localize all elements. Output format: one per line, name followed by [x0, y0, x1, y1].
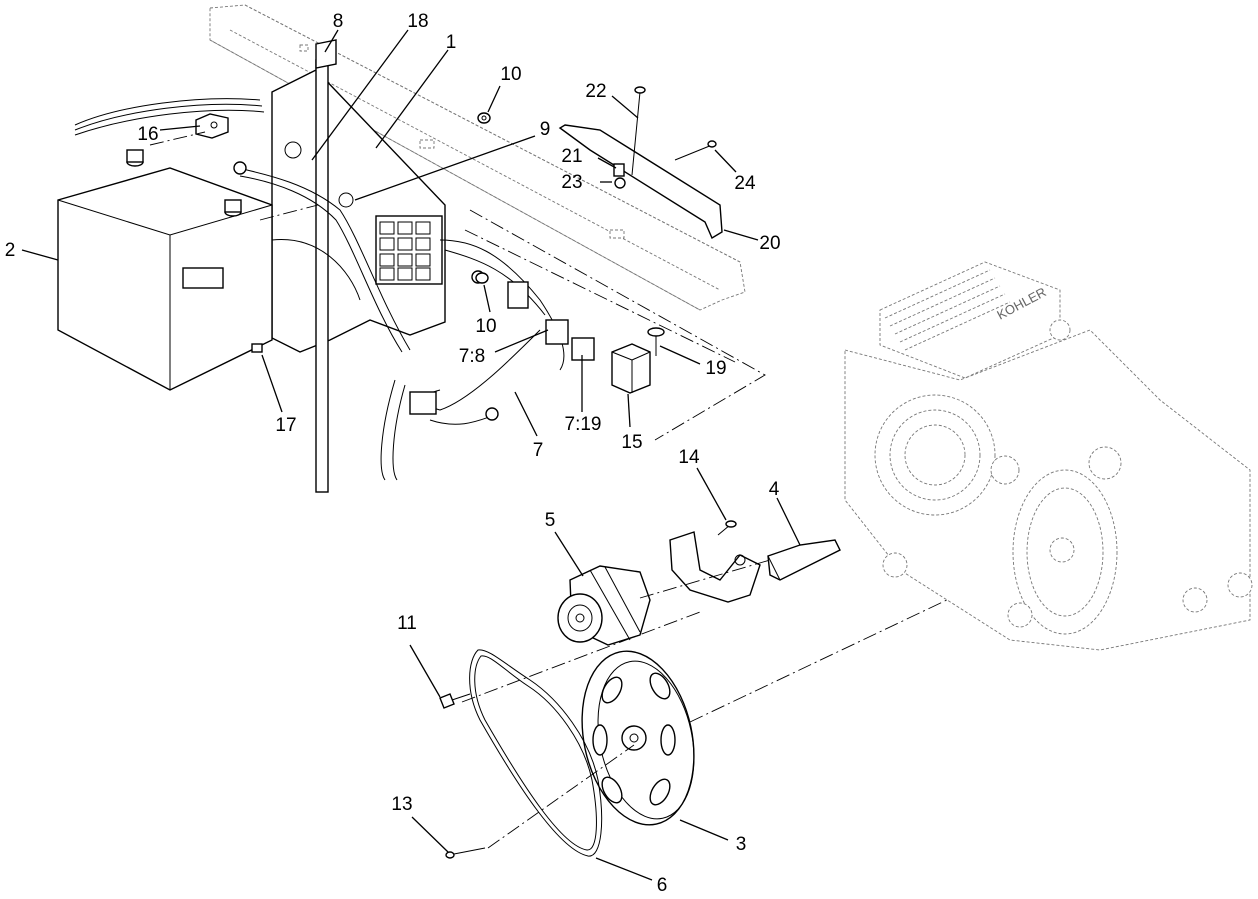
callout-3: 3	[736, 834, 747, 855]
callout-4: 4	[769, 479, 780, 500]
alternator	[557, 565, 651, 646]
callout-10-top: 10	[500, 64, 521, 85]
callout-22: 22	[585, 81, 606, 102]
callout-7: 7	[533, 440, 544, 461]
leader-lines	[21, 29, 801, 881]
callout-1: 1	[446, 32, 457, 53]
pulley	[581, 650, 695, 826]
callout-14: 14	[678, 447, 700, 468]
drive-belt	[469, 649, 603, 857]
callout-10-mid: 10	[475, 316, 496, 337]
callout-21: 21	[561, 146, 582, 167]
callout-23: 23	[561, 172, 582, 193]
engine: KOHLER	[844, 261, 1253, 651]
callout-labels: 8 18 1 10 9 16 2 22 21 23 24 20 10 7:8 1…	[5, 11, 781, 896]
sub-assembly-outline	[464, 209, 766, 441]
fuse-block	[375, 215, 443, 285]
callout-13: 13	[391, 794, 412, 815]
battery	[57, 149, 273, 391]
relay	[611, 343, 651, 394]
washers	[475, 112, 491, 284]
bracket	[558, 86, 723, 240]
callout-5: 5	[545, 510, 556, 531]
battery-cable-clamp	[195, 113, 229, 139]
callout-2: 2	[5, 240, 16, 261]
callout-7-8: 7:8	[459, 346, 485, 367]
callout-16: 16	[137, 124, 158, 145]
callout-8: 8	[333, 11, 344, 32]
callout-9: 9	[540, 119, 551, 140]
callout-19: 19	[705, 358, 726, 379]
push-rivet	[647, 327, 665, 356]
wire-harness	[74, 98, 595, 481]
alternator-bracket	[669, 520, 841, 603]
callout-6: 6	[657, 875, 668, 896]
callout-11: 11	[397, 613, 417, 634]
callout-17: 17	[275, 415, 296, 436]
bolts	[439, 693, 486, 859]
callout-20: 20	[759, 233, 780, 254]
callout-24: 24	[734, 173, 756, 194]
callout-7-19: 7:19	[565, 414, 602, 435]
callout-18: 18	[407, 11, 428, 32]
callout-15: 15	[621, 432, 642, 453]
